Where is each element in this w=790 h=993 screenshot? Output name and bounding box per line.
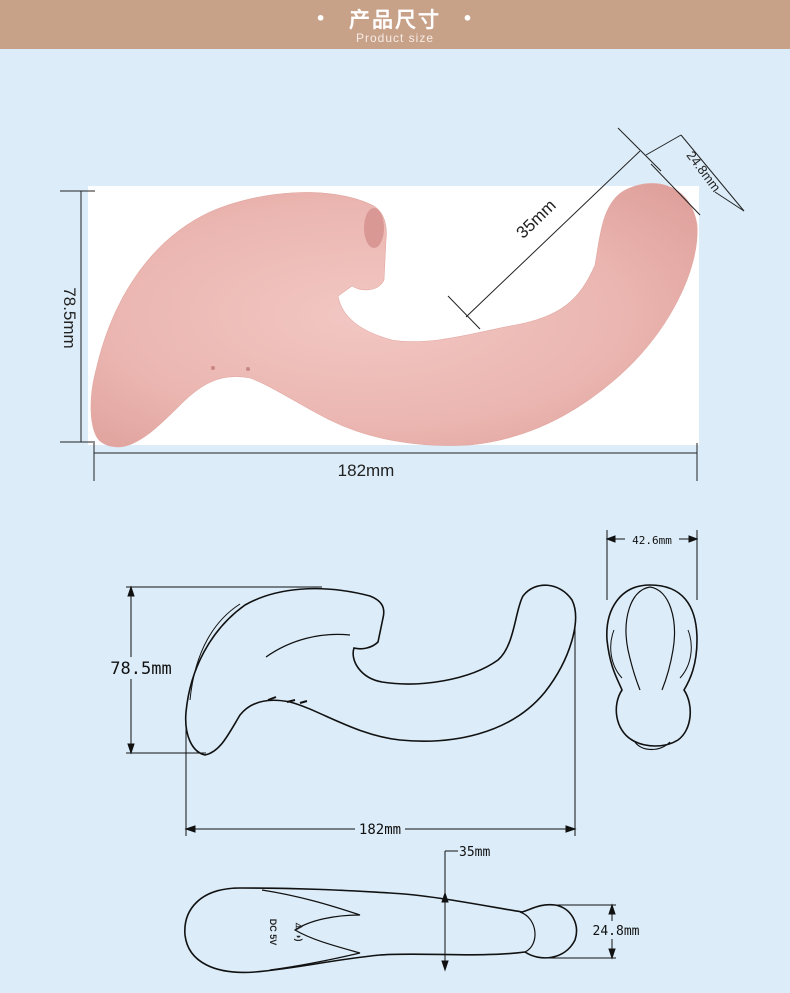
front-width-label-bg (625, 531, 679, 547)
page-header: • 产品尺寸 • Product size (0, 0, 790, 49)
suction-opening (364, 208, 384, 248)
side-height-label: 78.5mm (110, 659, 171, 679)
photo-height-label: 78.5mm (60, 287, 79, 348)
top-inner-contour (261, 889, 361, 971)
front-width-label: 42.6mm (632, 534, 672, 547)
top-tip-label: 24.8mm (593, 924, 640, 939)
side-button-marks (267, 696, 308, 704)
header-subtitle: Product size (355, 31, 435, 45)
top-view-drawing: DC 5V ⚠ ◑) 35mm 24.8mm (184, 845, 647, 974)
product-photo (90, 183, 698, 448)
side-length-label: 182mm (359, 822, 401, 838)
photo-insert-dimension (447, 127, 662, 330)
header-dot-left: • (315, 9, 328, 28)
side-length-dimension (184, 625, 577, 836)
top-symbol-markings: ⚠ ◑) (294, 922, 304, 941)
side-height-label-bg (103, 657, 177, 679)
photo-height-dimension (60, 190, 95, 443)
top-insert-label: 35mm (459, 845, 490, 860)
top-tip-label-bg (585, 921, 647, 939)
photo-length-dimension (93, 443, 698, 481)
photo-length-label: 182mm (338, 461, 395, 480)
header-title-row: • 产品尺寸 • (0, 4, 790, 34)
side-length-label-bg (355, 820, 405, 838)
photo-panel: 78.5mm 182mm 35mm 24.8mm (60, 127, 745, 481)
side-outline (184, 584, 577, 756)
photo-tip-dimension (645, 134, 745, 216)
top-insert-dimension (441, 850, 458, 972)
top-tip-seam (519, 911, 536, 953)
button-dot (211, 366, 215, 370)
front-side-detail (679, 629, 692, 679)
header-dot-right: • (462, 9, 475, 28)
side-inner-edge (189, 603, 241, 701)
front-outline (606, 584, 698, 747)
front-view-drawing: 42.6mm (605, 530, 699, 751)
side-view-drawing: 78.5mm 182mm (103, 584, 577, 838)
front-inner-right (649, 586, 676, 691)
header-title: 产品尺寸 (349, 8, 441, 32)
front-bottom-tip (634, 741, 671, 751)
side-inner-curve (265, 633, 351, 658)
top-outline (184, 887, 578, 974)
front-side-detail (610, 629, 623, 679)
button-dot (246, 367, 250, 371)
front-inner-left (625, 586, 651, 691)
top-logo-markings: DC 5V (268, 919, 278, 946)
